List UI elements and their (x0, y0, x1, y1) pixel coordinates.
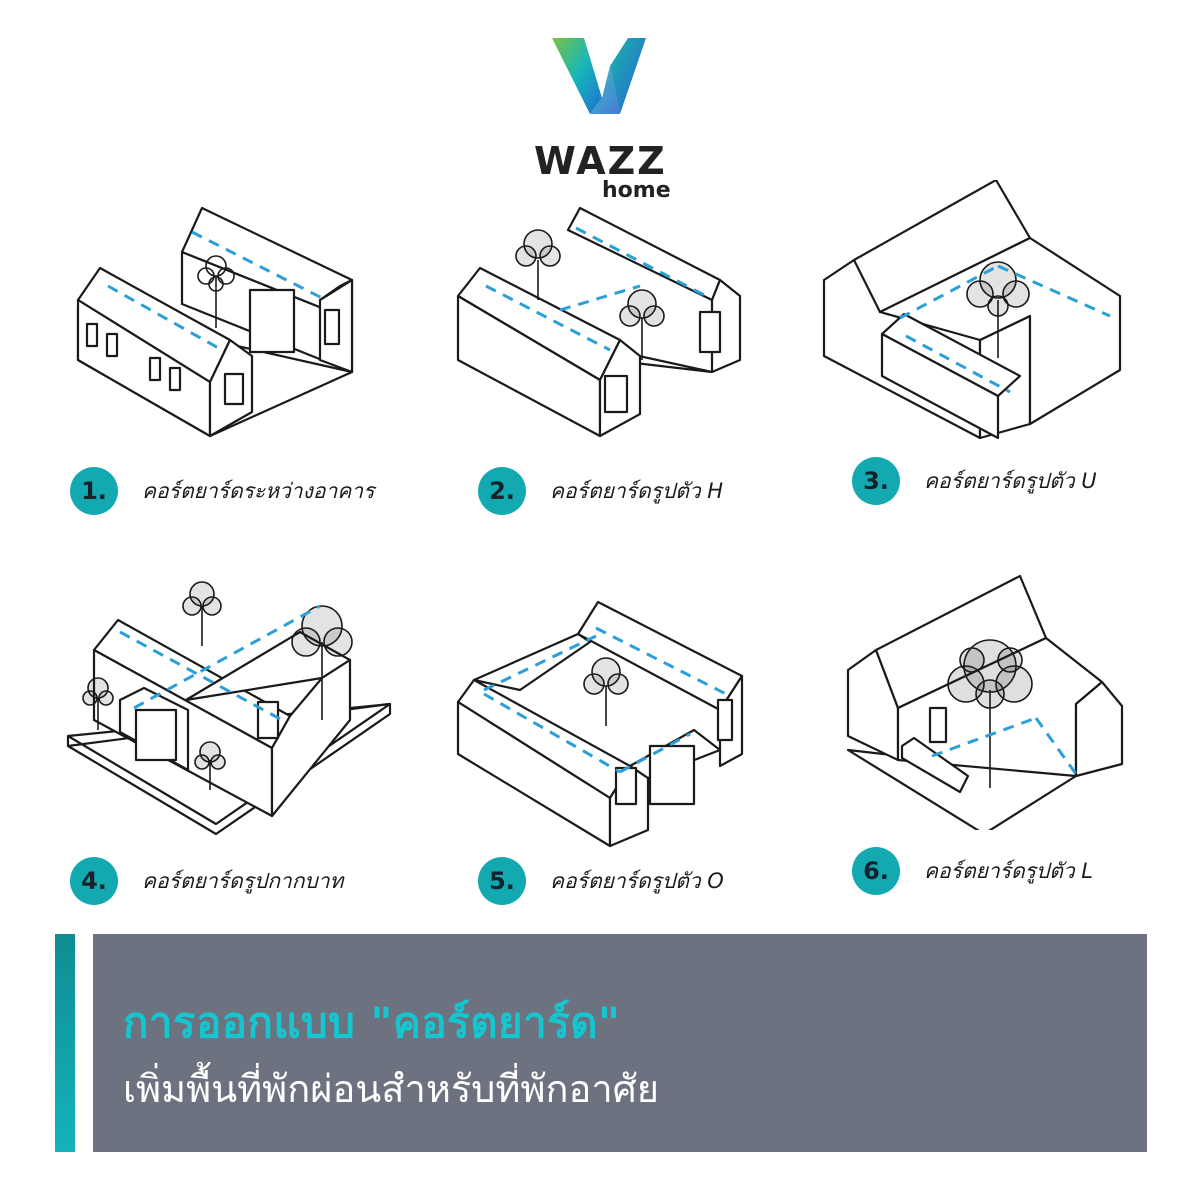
item-number: 1. (70, 467, 118, 515)
item-label: คอร์ตยาร์ดรูปตัว U (924, 468, 1097, 493)
item-6: 6. คอร์ตยาร์ดรูปตัว L (852, 846, 1093, 896)
item-number: 4. (70, 857, 118, 905)
wazz-logo-mark (552, 38, 646, 114)
item-4: 4. คอร์ตยาร์ดรูปกากบาท (70, 856, 343, 906)
diagram-l-shape (840, 570, 1200, 830)
banner-subtitle: เพิ่มพื้นที่พักผ่อนสำหรับที่พักอาศัย (123, 1067, 660, 1111)
brand-logo: WAZZ home (520, 30, 690, 202)
item-number: 6. (852, 847, 900, 895)
item-label: คอร์ตยาร์ดรูปตัว O (550, 868, 724, 893)
item-number: 5. (478, 857, 526, 905)
banner-accent-bar (55, 934, 75, 1152)
brand-sub: home (602, 178, 671, 203)
item-2: 2. คอร์ตยาร์ดรูปตัว H (478, 466, 723, 516)
item-label: คอร์ตยาร์ดรูปกากบาท (142, 868, 344, 893)
item-1: 1. คอร์ตยาร์ดระหว่างอาคาร (70, 466, 374, 516)
diagram-h-shape (450, 200, 810, 460)
diagram-between-buildings (70, 200, 430, 460)
item-label: คอร์ตยาร์ดรูปตัว H (550, 478, 724, 503)
diagram-cross-shape (60, 580, 420, 840)
item-label: คอร์ตยาร์ดรูปตัว L (924, 858, 1094, 883)
item-3: 3. คอร์ตยาร์ดรูปตัว U (852, 456, 1097, 506)
item-number: 3. (852, 457, 900, 505)
diagram-o-shape (450, 590, 810, 850)
item-5: 5. คอร์ตยาร์ดรูปตัว O (478, 856, 724, 906)
brand-name: WAZZ (534, 139, 667, 183)
banner-panel: การออกแบบ "คอร์ตยาร์ด" เพิ่มพื้นที่พักผ่… (93, 934, 1147, 1152)
item-number: 2. (478, 467, 526, 515)
diagram-u-shape (820, 180, 1180, 440)
item-label: คอร์ตยาร์ดระหว่างอาคาร (142, 478, 375, 503)
banner-title: การออกแบบ "คอร์ตยาร์ด" (123, 998, 621, 1047)
